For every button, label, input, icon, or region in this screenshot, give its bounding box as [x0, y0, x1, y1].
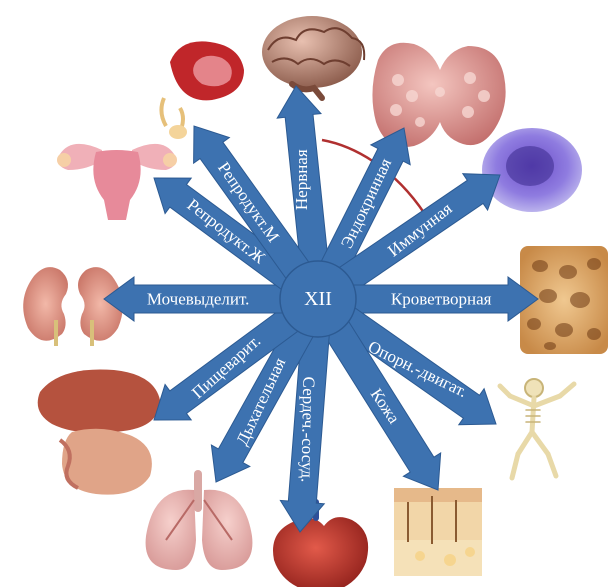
thyroid-gland-icon [372, 43, 505, 147]
kidneys-icon [23, 267, 123, 346]
center-hub: XII [280, 261, 356, 337]
immune-cell-icon [482, 128, 582, 212]
lungs-icon [146, 474, 253, 570]
system-label-7: Сердеч.-сосуд. [297, 376, 318, 482]
skin-section-icon [394, 488, 482, 576]
male-reproductive-icon [161, 41, 244, 139]
skeleton-icon [500, 379, 574, 478]
system-label-1: Нервная [292, 149, 311, 210]
brain-icon [262, 16, 364, 98]
system-label-4: Кроветворная [391, 290, 492, 309]
heart-icon [273, 502, 368, 587]
center-label: XII [304, 288, 332, 310]
system-label-10: Мочевыделит. [147, 290, 249, 309]
digestive-organs-icon [38, 369, 160, 494]
